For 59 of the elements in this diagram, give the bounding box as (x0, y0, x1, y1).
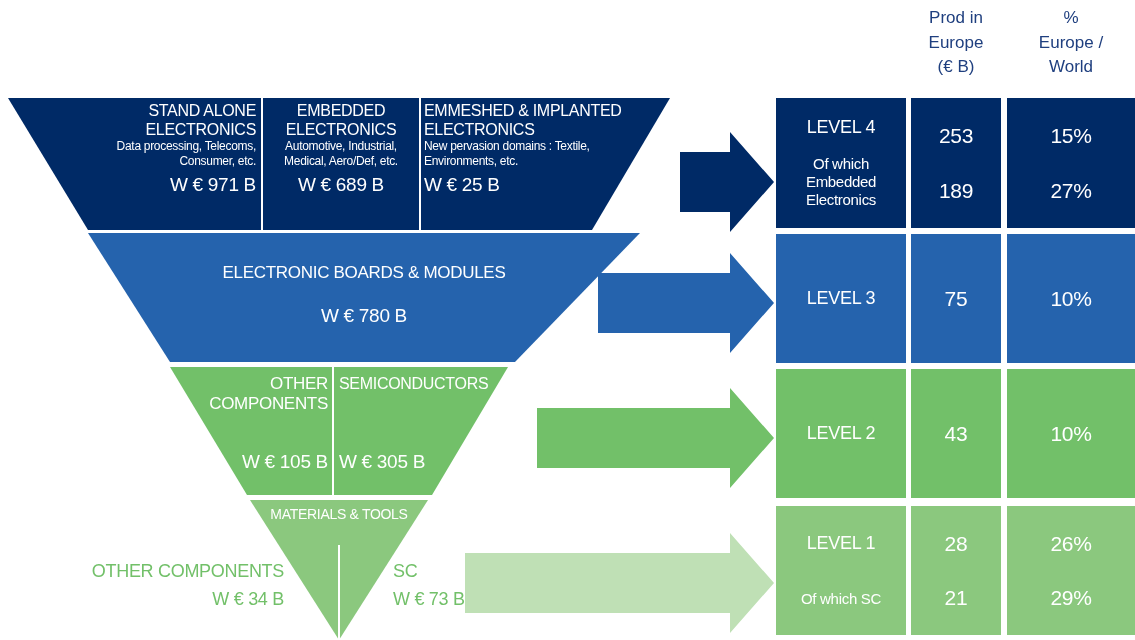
value-text: W € 105 B (242, 451, 328, 474)
heading-text: LEVEL 4 (806, 116, 876, 139)
description-text: Data processing, Telecoms, Consumer, etc. (115, 139, 256, 169)
value-text: 10% (1050, 420, 1092, 447)
block-arrow (537, 388, 774, 488)
segment-label: SC (393, 561, 419, 582)
heading-text: EMBEDDED ELECTRONICS (284, 101, 398, 140)
heading-text: EMMESHED & IMPLANTED ELECTRONICS (424, 101, 623, 140)
value-text: W € 780 B (321, 305, 407, 329)
table-cell (776, 369, 906, 498)
heading-text: LEVEL 3 (806, 287, 876, 310)
table-cell (911, 234, 1001, 363)
heading-text: SEMICONDUCTORS (339, 374, 489, 394)
value-text: W € 305 B (339, 451, 425, 474)
value-text: 21 (944, 585, 968, 611)
value-text: W € 25 B (424, 174, 500, 197)
value-text: 189 (938, 177, 974, 204)
table-cell (911, 98, 1001, 228)
value-text: 253 (938, 122, 974, 149)
description-text: Automotive, Industrial, Medical, Aero/Def, etc. (283, 139, 399, 169)
funnel-trapezoid (8, 98, 670, 230)
heading-text: Of which Embedded Electronics (804, 155, 878, 210)
table-cell (1007, 506, 1135, 635)
value-text: 75 (944, 285, 968, 312)
segment-label: OTHER COMPONENTS (90, 561, 284, 582)
funnel-trapezoid (88, 233, 640, 362)
column-header: % Europe / World (1037, 7, 1105, 79)
block-arrow (598, 253, 774, 353)
value-text: 10% (1050, 285, 1092, 312)
funnel-trapezoid (170, 367, 508, 495)
heading-text: LEVEL 1 (806, 533, 876, 555)
table-cell (1007, 98, 1135, 228)
block-arrow (465, 533, 774, 633)
table-cell (776, 234, 906, 363)
table-cell (1007, 234, 1135, 363)
segment-label: W € 73 B (393, 589, 466, 610)
heading-text: ELECTRONIC BOARDS & MODULES (222, 263, 506, 284)
value-text: W € 971 B (170, 174, 256, 197)
heading-text: MATERIALS & TOOLS (270, 506, 408, 523)
column-header: Prod in Europe (€ B) (927, 7, 985, 79)
value-text: W € 689 B (298, 174, 384, 197)
value-text: 27% (1050, 177, 1092, 204)
heading-text: LEVEL 2 (806, 422, 876, 445)
heading-text: OTHER COMPONENTS (208, 374, 328, 415)
value-text: 29% (1050, 585, 1092, 611)
value-text: 28 (944, 530, 968, 556)
heading-text: STAND ALONE ELECTRONICS (144, 101, 256, 140)
table-cell (1007, 369, 1135, 498)
table-cell (911, 506, 1001, 635)
table-cell (911, 369, 1001, 498)
segment-label: W € 34 B (211, 589, 284, 610)
heading-text: Of which SC (800, 589, 882, 608)
value-text: 15% (1050, 122, 1092, 149)
description-text: New pervasion domains : Textile, Environments, etc. (424, 139, 591, 169)
value-text: 43 (944, 420, 968, 447)
value-text: 26% (1050, 530, 1092, 556)
table-cell (776, 506, 906, 635)
block-arrow (680, 132, 774, 232)
table-cell (776, 98, 906, 228)
